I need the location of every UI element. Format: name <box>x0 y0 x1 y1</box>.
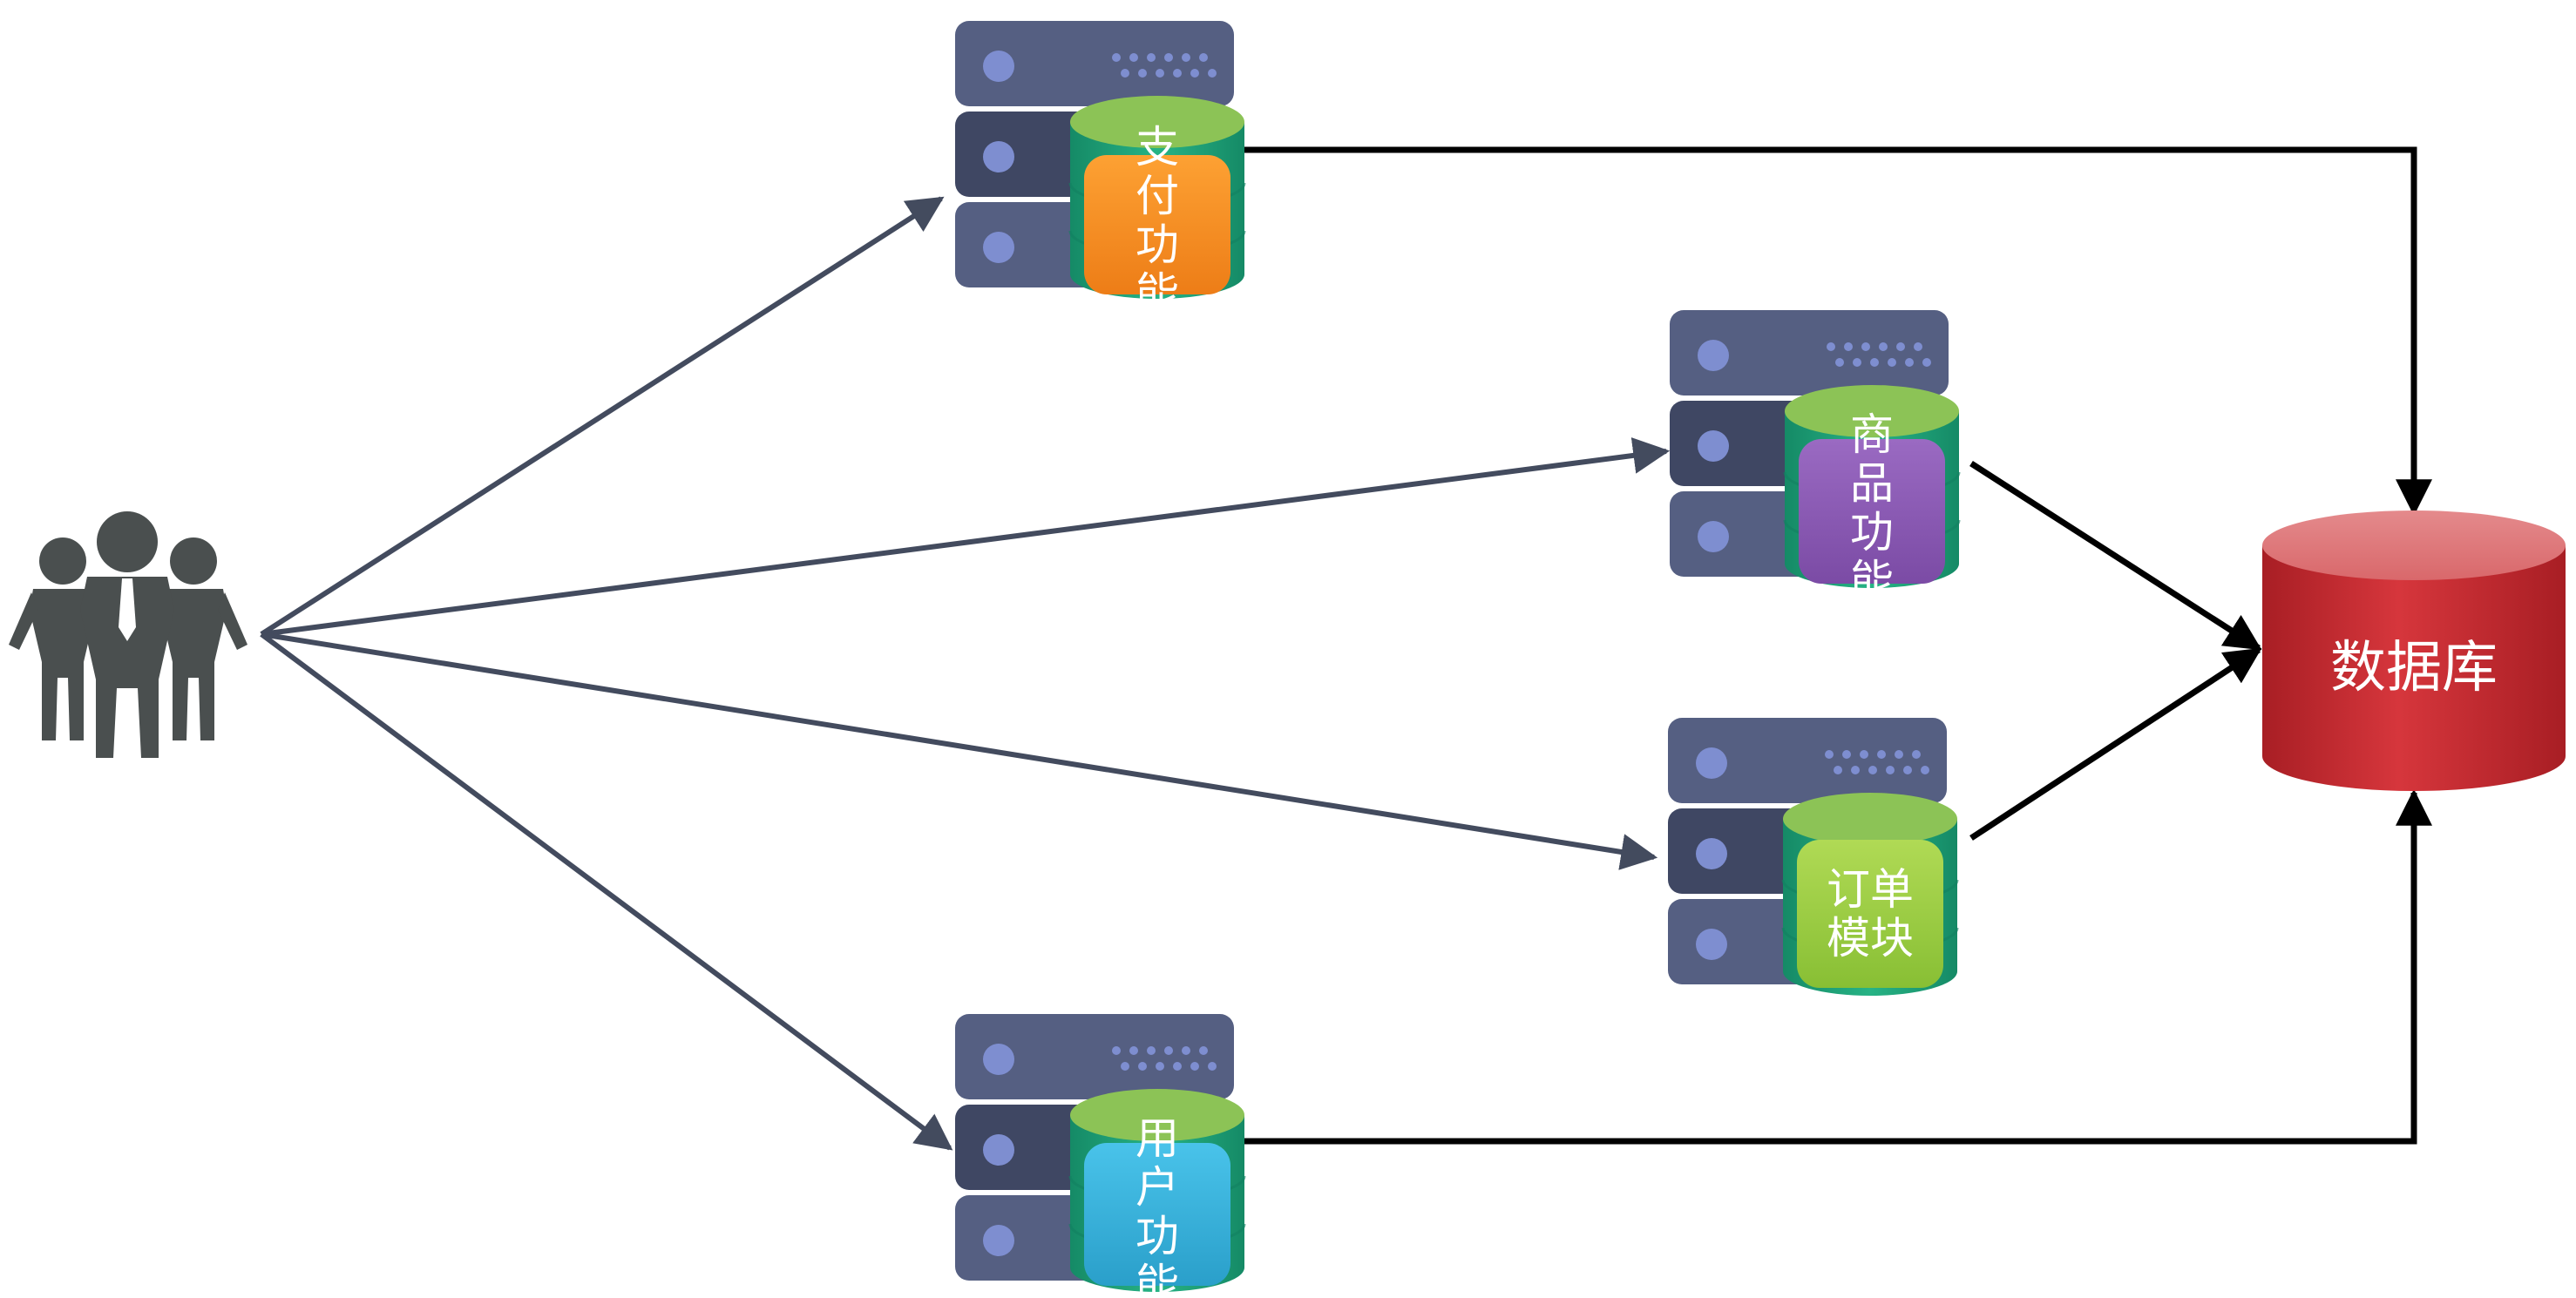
order-module: 订单 模块 <box>1668 718 1959 997</box>
user-module-chip <box>1084 1143 1230 1286</box>
arrow-users-to-payment <box>260 196 945 637</box>
order-label-line-2: 模块 <box>1827 913 1914 963</box>
user-label-char-4: 能 <box>1135 1260 1179 1298</box>
payment-module-chip <box>1084 155 1230 294</box>
order-label-line-1: 订单 <box>1827 864 1914 915</box>
product-label-char-1: 商 <box>1850 409 1894 460</box>
arrow-users-to-product <box>261 437 1671 637</box>
payment-label-char-1: 支 <box>1135 122 1179 172</box>
arrow-user-to-database <box>1242 788 2432 1145</box>
database-cylinder-icon <box>2262 545 2566 791</box>
arrow-product-to-database <box>1969 461 2262 651</box>
product-label-char-3: 功 <box>1850 507 1894 558</box>
payment-module: 支 付 功 能 <box>955 21 1246 319</box>
arrow-users-to-order <box>261 632 1658 870</box>
product-label-char-4: 能 <box>1850 556 1894 606</box>
arrow-users-to-user <box>260 632 953 1151</box>
database: 数据库 <box>2262 510 2566 791</box>
user-label-char-1: 用 <box>1135 1113 1179 1164</box>
payment-label-char-2: 付 <box>1135 171 1179 221</box>
user-label-char-2: 户 <box>1135 1162 1179 1213</box>
arrow-payment-to-database <box>1242 146 2432 517</box>
product-module-chip <box>1799 439 1945 584</box>
user-label-char-3: 功 <box>1135 1211 1179 1261</box>
user-group-icon <box>9 511 247 758</box>
product-module: 商 品 功 能 <box>1670 310 1961 606</box>
arrow-order-to-database <box>1969 647 2262 841</box>
product-label-char-2: 品 <box>1850 458 1894 509</box>
user-module: 用 户 功 能 <box>955 1014 1246 1298</box>
payment-label-char-3: 功 <box>1135 220 1179 270</box>
user-request-arrows <box>260 196 1671 1151</box>
database-cylinder-top <box>2262 510 2566 580</box>
database-arrows <box>1242 146 2432 1145</box>
database-label: 数据库 <box>2330 636 2498 700</box>
payment-label-char-4: 能 <box>1135 268 1179 319</box>
order-module-chip <box>1797 840 1943 988</box>
